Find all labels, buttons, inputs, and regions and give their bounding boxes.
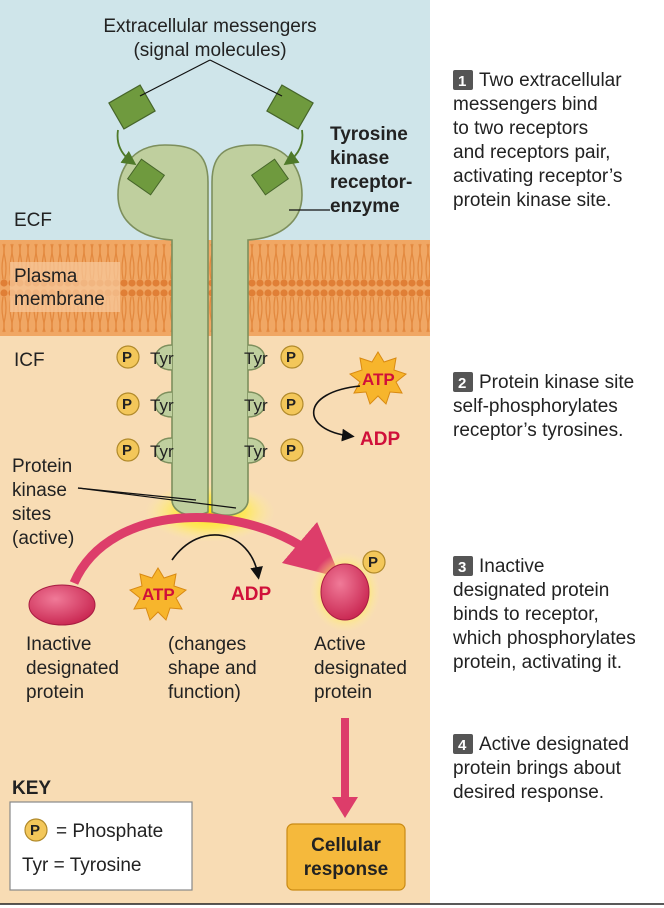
svg-text:Tyr: Tyr — [150, 396, 174, 415]
svg-text:Tyr: Tyr — [150, 442, 174, 461]
phosphorylation-arrow — [312, 385, 361, 442]
svg-text:P: P — [368, 554, 378, 571]
svg-text:shape and: shape and — [168, 658, 257, 679]
svg-text:kinase: kinase — [12, 480, 67, 501]
key-box — [9, 801, 193, 891]
kinase-sites-label: Protein — [12, 456, 72, 477]
svg-text:Inactive: Inactive — [479, 556, 544, 577]
key-phosphate-label: = Phosphate — [56, 821, 163, 842]
svg-text:protein, activating it.: protein, activating it. — [453, 652, 622, 673]
changes-label: (changes — [168, 634, 246, 655]
svg-text:protein brings about: protein brings about — [453, 758, 622, 779]
tyr-left-2: Tyr P — [116, 391, 174, 418]
svg-text:protein kinase site.: protein kinase site. — [453, 190, 611, 211]
svg-text:receptor’s tyrosines.: receptor’s tyrosines. — [453, 420, 623, 441]
adp-label-self: ADP — [360, 429, 400, 450]
bind-arrow-left — [116, 129, 137, 166]
protein-phosphate — [362, 550, 386, 574]
svg-text:Tyr: Tyr — [244, 349, 268, 368]
svg-text:3: 3 — [458, 559, 466, 576]
tyr-right-1: Tyr P — [244, 344, 304, 371]
receptor-left — [117, 144, 209, 516]
kinase-glow — [145, 482, 275, 542]
svg-text:P: P — [286, 396, 296, 413]
svg-text:P: P — [286, 349, 296, 366]
svg-text:enzyme: enzyme — [330, 196, 400, 217]
svg-text:Protein kinase site: Protein kinase site — [479, 372, 634, 393]
svg-text:P: P — [286, 442, 296, 459]
step-1: 1 Two extracellular messengers bind to t… — [453, 70, 622, 211]
tyr-right-3: Tyr P — [244, 437, 304, 464]
bound-messenger-left — [126, 158, 166, 196]
messenger-left — [108, 84, 156, 130]
messenger-right — [266, 84, 314, 130]
svg-text:P: P — [122, 396, 132, 413]
step-3: 3 Inactive designated protein binds to r… — [452, 556, 636, 673]
svg-text:4: 4 — [458, 737, 467, 754]
ecf-label: ECF — [14, 210, 52, 231]
svg-text:protein: protein — [26, 682, 84, 703]
atp-burst-self: ATP — [348, 351, 408, 405]
tyr-left-3: Tyr P — [116, 437, 174, 464]
svg-text:Tyr: Tyr — [150, 349, 174, 368]
svg-text:P: P — [30, 822, 40, 839]
svg-text:protein: protein — [314, 682, 372, 703]
step-4: 4 Active designated protein brings about… — [453, 734, 629, 803]
key-title: KEY — [12, 778, 51, 799]
svg-text:desired response.: desired response. — [453, 782, 604, 803]
key-phosphate-icon — [24, 818, 48, 842]
bound-messenger-right — [250, 158, 290, 196]
svg-text:(signal molecules): (signal molecules) — [133, 40, 286, 61]
active-protein-label: Active — [314, 634, 366, 655]
activation-arrow — [69, 513, 341, 585]
protein-phosphorylation-arrow — [171, 534, 263, 580]
tyr-right-2: Tyr P — [244, 391, 304, 418]
step-2: 2 Protein kinase site self-phosphorylate… — [453, 372, 634, 441]
cellular-response-box — [286, 823, 406, 891]
svg-text:activating receptor’s: activating receptor’s — [453, 166, 622, 187]
receptor-label: Tyrosine — [330, 124, 408, 145]
svg-text:binds to receptor,: binds to receptor, — [453, 604, 599, 625]
svg-text:kinase: kinase — [330, 148, 389, 169]
svg-text:designated: designated — [314, 658, 407, 679]
svg-text:(active): (active) — [12, 528, 74, 549]
svg-text:designated: designated — [26, 658, 119, 679]
svg-text:self-phosphorylates: self-phosphorylates — [453, 396, 618, 417]
svg-text:response: response — [304, 859, 388, 880]
svg-text:receptor-: receptor- — [330, 172, 412, 193]
bind-arrow-right — [283, 129, 304, 166]
inactive-protein-label: Inactive — [26, 634, 91, 655]
messengers-label: Extracellular messengers — [103, 16, 316, 37]
svg-text:designated protein: designated protein — [453, 580, 609, 601]
svg-text:Tyr: Tyr — [244, 396, 268, 415]
svg-text:function): function) — [168, 682, 241, 703]
active-protein — [320, 563, 370, 621]
svg-text:ATP: ATP — [362, 370, 395, 389]
cellular-response-label: Cellular — [311, 835, 381, 856]
inactive-protein — [28, 584, 96, 626]
svg-text:P: P — [122, 442, 132, 459]
svg-text:sites: sites — [12, 504, 51, 525]
svg-text:2: 2 — [458, 375, 466, 392]
receptor-right — [211, 144, 303, 516]
svg-text:ATP: ATP — [142, 585, 175, 604]
svg-text:Active designated: Active designated — [479, 734, 629, 755]
svg-text:to two receptors: to two receptors — [453, 118, 588, 139]
svg-text:Two extracellular: Two extracellular — [479, 70, 622, 91]
svg-text:and receptors pair,: and receptors pair, — [453, 142, 610, 163]
svg-text:messengers bind: messengers bind — [453, 94, 598, 115]
svg-text:1: 1 — [458, 73, 466, 90]
adp-label-protein: ADP — [231, 584, 271, 605]
svg-text:which phosphorylates: which phosphorylates — [452, 628, 636, 649]
svg-text:P: P — [122, 349, 132, 366]
svg-text:membrane: membrane — [14, 289, 105, 310]
atp-burst-protein: ATP — [128, 567, 188, 621]
membrane-label: Plasma — [14, 266, 78, 287]
tyr-left-1: Tyr P — [116, 344, 174, 371]
svg-text:Tyr: Tyr — [244, 442, 268, 461]
icf-label: ICF — [14, 350, 45, 371]
key-tyrosine-label: Tyr = Tyrosine — [22, 855, 142, 876]
